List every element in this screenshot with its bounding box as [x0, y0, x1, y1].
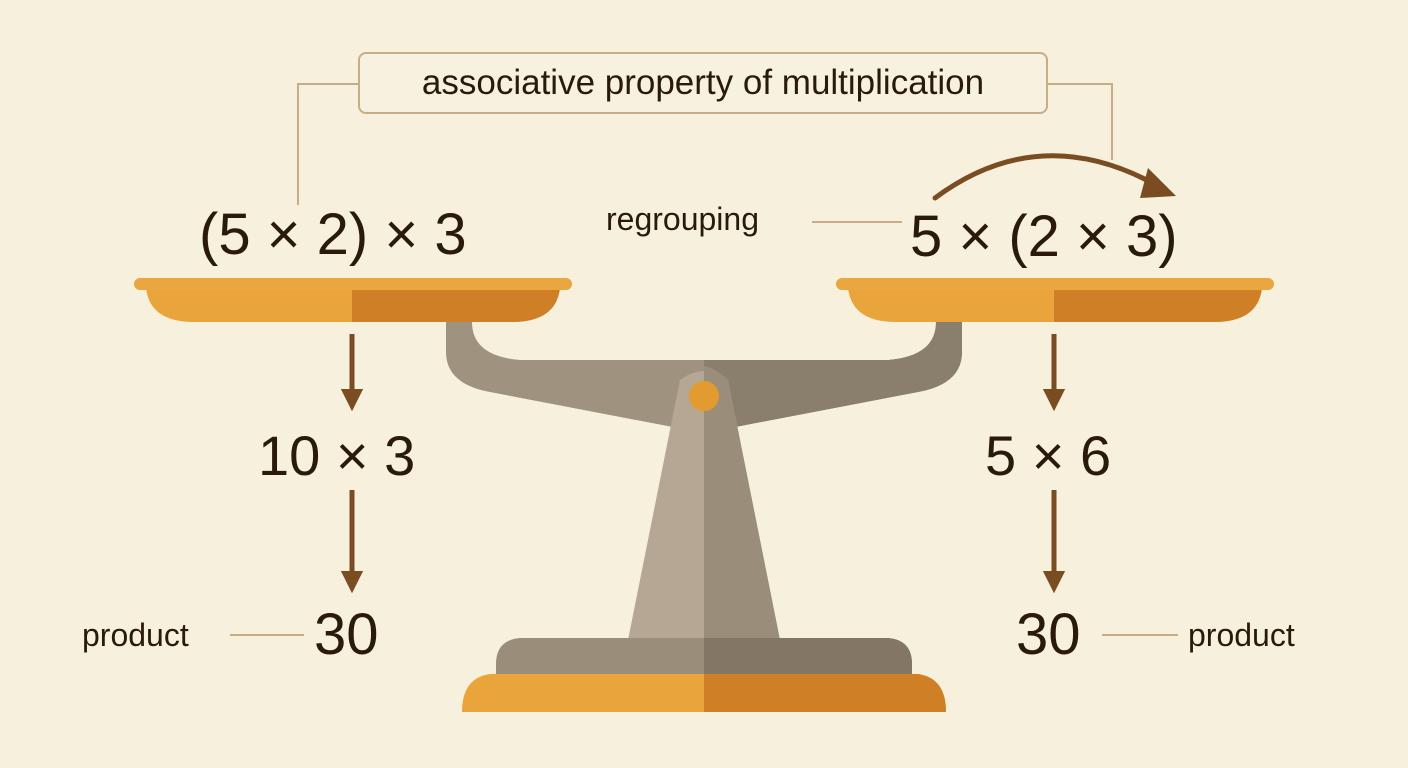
left-expression: (5 × 2) × 3 — [199, 202, 467, 267]
right-product-label: product — [1188, 617, 1295, 653]
left-intermediate: 10 × 3 — [258, 424, 416, 487]
left-product-label: product — [82, 617, 189, 653]
scale-base-lower-shade — [704, 674, 946, 712]
right-expression: 5 × (2 × 3) — [910, 204, 1178, 269]
left-pan-shade — [352, 288, 560, 322]
regrouping-curve-arrow — [932, 153, 1161, 201]
right-intermediate: 5 × 6 — [985, 424, 1112, 487]
scale-pivot — [689, 381, 719, 411]
left-result: 30 — [314, 602, 379, 667]
regrouping-arrowhead — [1140, 168, 1176, 198]
title-connector-left — [297, 83, 358, 205]
title-box: associative property of multiplication — [358, 52, 1048, 114]
scale-arm-shade — [704, 322, 962, 428]
right-pan-shade — [1054, 288, 1262, 322]
right-result: 30 — [1016, 602, 1081, 667]
title-connector-right — [1048, 83, 1113, 160]
left-pan-rim — [134, 278, 572, 290]
scale-post-shade — [704, 366, 780, 640]
scale-base-upper-shade — [704, 638, 912, 676]
diagram-title: associative property of multiplication — [421, 63, 985, 102]
regrouping-label: regrouping — [606, 201, 759, 237]
right-pan-rim — [836, 278, 1274, 290]
